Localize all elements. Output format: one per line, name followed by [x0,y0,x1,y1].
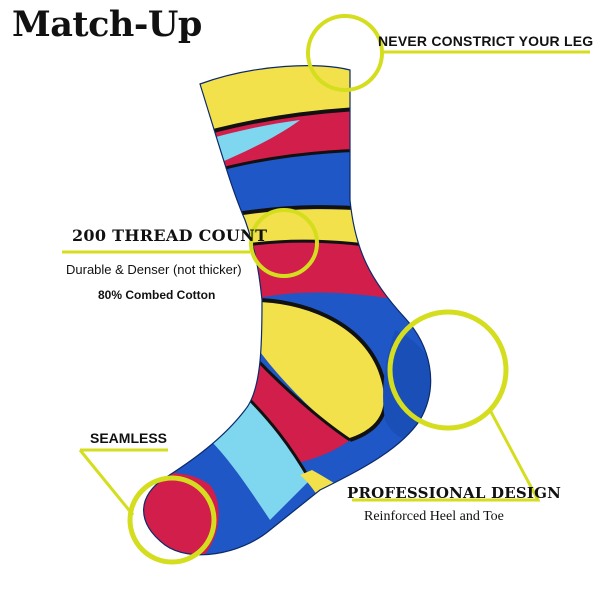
brand-logo: Match-Up [12,4,202,45]
callout-thread-detail: 80% Combed Cotton [98,288,216,302]
callout-top-title: NEVER CONSTRICT YOUR LEG [378,33,594,49]
band-cyan-foot [210,395,310,520]
callout-graphics [62,14,590,565]
sock-outline [143,65,432,556]
callout-circle-heel [387,309,509,431]
callout-seamless-title: SEAMLESS [90,430,168,446]
callout-professional-subtitle: Reinforced Heel and Toe [364,509,504,524]
callout-thread-title: 200 THREAD COUNT [72,226,268,245]
callout-circle-toe [127,475,217,565]
leader-line-heel [352,409,541,502]
leader-line-toe [78,448,168,516]
band-cyan-upper [205,120,300,165]
band-red-mid [238,240,400,300]
callout-thread-subtitle: Durable & Denser (not thicker) [66,262,242,277]
callout-professional-title: PROFESSIONAL DESIGN [347,484,562,502]
callout-circle-thread [249,208,319,278]
